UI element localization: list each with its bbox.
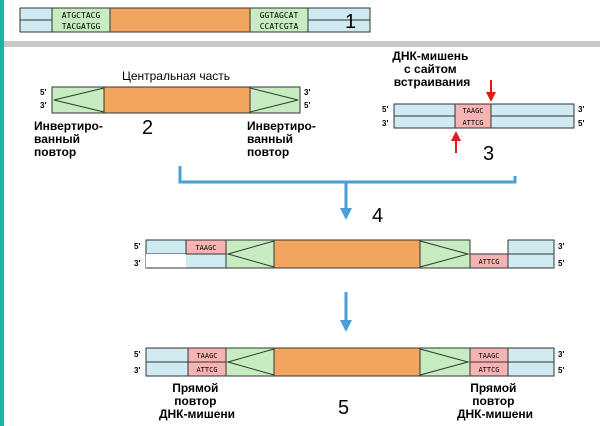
panel-2-transposon: Центральная часть 5' 3' 3' 5' Инвертиро-… bbox=[34, 69, 319, 159]
three-prime-left: 3' bbox=[40, 101, 46, 110]
step-number-2: 2 bbox=[142, 117, 153, 139]
three-prime-right: 3' bbox=[304, 88, 310, 97]
core-region bbox=[103, 86, 251, 114]
right-repeat-box bbox=[249, 7, 309, 33]
svg-text:ATTCG: ATTCG bbox=[478, 366, 499, 374]
panel-1-transposon: ATGCTACG TACGATGG GGTAGCAT CCATCGTA 1 bbox=[19, 7, 371, 33]
right-bottom-sequence: CCATCGTA bbox=[260, 22, 299, 31]
site-bottom-sequence: ATTCG bbox=[462, 119, 483, 127]
svg-text:5': 5' bbox=[382, 105, 388, 114]
svg-text:3': 3' bbox=[578, 105, 584, 114]
svg-text:5': 5' bbox=[558, 366, 564, 375]
core-region bbox=[109, 7, 251, 33]
left-direct-repeat-label: Прямой повтор ДНК-мишени bbox=[159, 381, 235, 421]
svg-text:5': 5' bbox=[134, 350, 140, 359]
step-number-3: 3 bbox=[483, 143, 494, 165]
step-number-5: 5 bbox=[338, 397, 349, 419]
panel-5-result: TAAGC ATTCG TAAGC ATTCG 5' 3' 3' 5' Прям… bbox=[134, 347, 564, 421]
panel-4-insertion: TAAGC ATTCG 5' 3' 3' 5' bbox=[134, 239, 564, 269]
svg-text:3': 3' bbox=[134, 259, 140, 268]
svg-text:ATTCG: ATTCG bbox=[478, 258, 499, 266]
svg-text:5': 5' bbox=[578, 119, 584, 128]
right-repeat-label: Инвертиро- ванный повтор bbox=[247, 119, 319, 159]
five-prime-right: 5' bbox=[304, 101, 310, 110]
right-top-sequence: GGTAGCAT bbox=[260, 11, 299, 20]
left-repeat-label: Инвертиро- ванный повтор bbox=[34, 119, 106, 159]
left-top-sequence: ATGCTACG bbox=[62, 11, 101, 20]
svg-text:TAAGC: TAAGC bbox=[195, 244, 216, 252]
five-prime-left: 5' bbox=[40, 88, 46, 97]
svg-text:ATTCG: ATTCG bbox=[196, 366, 217, 374]
right-direct-repeat-label: Прямой повтор ДНК-мишени bbox=[457, 381, 533, 421]
svg-text:5': 5' bbox=[558, 259, 564, 268]
svg-text:TAAGC: TAAGC bbox=[196, 352, 217, 360]
right-inverted-repeat bbox=[249, 86, 301, 114]
svg-text:3': 3' bbox=[558, 242, 564, 251]
left-repeat-box bbox=[51, 7, 111, 33]
svg-text:3': 3' bbox=[558, 350, 564, 359]
left-bottom-sequence: TACGATGG bbox=[62, 22, 101, 31]
svg-text:TAAGC: TAAGC bbox=[478, 352, 499, 360]
step-number-1: 1 bbox=[345, 11, 356, 33]
frame-stripe bbox=[0, 0, 4, 426]
panel-3-target-dna: ДНК-мишень с сайтом встраивания TAAGC AT… bbox=[382, 49, 584, 165]
section-divider bbox=[4, 41, 600, 47]
insertion-site bbox=[454, 103, 492, 129]
svg-text:3': 3' bbox=[134, 366, 140, 375]
left-inverted-repeat bbox=[51, 86, 105, 114]
step-number-4: 4 bbox=[372, 205, 383, 227]
svg-text:3': 3' bbox=[382, 119, 388, 128]
combine-arrow: 4 bbox=[178, 166, 517, 227]
core-title: Центральная часть bbox=[122, 69, 230, 83]
target-label: ДНК-мишень с сайтом встраивания bbox=[392, 49, 471, 89]
svg-text:5': 5' bbox=[134, 242, 140, 251]
site-top-sequence: TAAGC bbox=[462, 107, 483, 115]
